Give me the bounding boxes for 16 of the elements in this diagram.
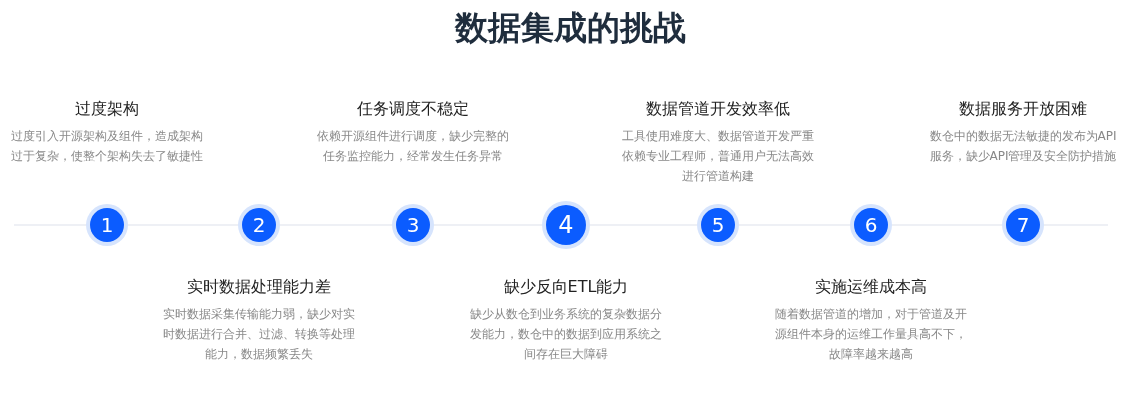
- step-number-circle: 4: [546, 205, 586, 245]
- step-heading: 缺少反向ETL能力: [502, 277, 630, 297]
- step-description: 数仓中的数据无法敏捷的发布为API服务，缺少API管理及安全防护措施: [928, 128, 1118, 165]
- step-description: 依赖开源组件进行调度，缺少完整的任务监控能力，经常发生任务异常: [316, 128, 510, 165]
- step-description: 过度引入开源架构及组件，造成架构过于复杂，使整个架构失去了敏捷性: [10, 128, 204, 165]
- step-heading: 过度架构: [74, 99, 140, 119]
- step-heading: 任务调度不稳定: [356, 99, 470, 119]
- step-description: 随着数据管道的增加，对于管道及开源组件本身的运维工作量具高不下，故障率越来越高: [774, 306, 968, 363]
- step-description: 缺少从数仓到业务系统的复杂数据分发能力，数仓中的数据到应用系统之间存在巨大障碍: [469, 306, 663, 363]
- step-description: 实时数据采集传输能力弱，缺少对实时数据进行合并、过滤、转换等处理能力，数据频繁丢失: [162, 306, 356, 363]
- step-heading: 数据管道开发效率低: [645, 99, 791, 119]
- step-heading: 实施运维成本高: [814, 277, 928, 297]
- title: 数据集成的挑战: [453, 7, 687, 49]
- step-description: 工具使用难度大、数据管道开发严重依赖专业工程师，普通用户无法高效进行管道构建: [621, 128, 815, 185]
- step-heading: 实时数据处理能力差: [186, 277, 332, 297]
- step-heading: 数据服务开放困难: [958, 99, 1088, 119]
